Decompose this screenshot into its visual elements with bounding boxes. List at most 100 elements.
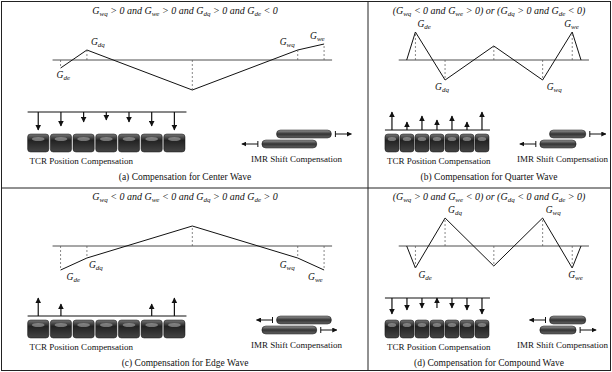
arrow-tail [335, 131, 336, 137]
drop-line [192, 60, 193, 90]
tcr-arrow [436, 298, 437, 308]
tcr-roll [118, 134, 139, 152]
roll-highlight [388, 137, 396, 141]
roll-highlight [32, 323, 45, 327]
tcr-roll [50, 134, 71, 152]
tcr-roll [475, 134, 489, 152]
tcr-roll [385, 134, 399, 152]
imr-roll [277, 316, 332, 324]
roll-highlight [123, 323, 136, 327]
tcr-roll [460, 320, 474, 338]
imr-roll [277, 130, 332, 138]
roll-highlight [448, 137, 456, 141]
imr-roll [550, 130, 586, 138]
tcr-roll [141, 134, 162, 152]
roll-highlight [123, 137, 136, 141]
panel-caption: (c) Compensation for Edge Wave [122, 358, 249, 369]
tcr-roll [415, 320, 429, 338]
imr-arrow [335, 134, 351, 135]
drop-line [493, 46, 494, 60]
imr-label: IMR Shift Compensation [517, 340, 608, 351]
gain-label: Gwe [564, 19, 579, 30]
tcr-arrow [466, 298, 467, 310]
arrow-tail [589, 131, 590, 137]
roll-highlight [55, 137, 68, 141]
condition-text: (Gwq < 0 and Gwe > 0) or (Gdq > 0 and Gd… [393, 5, 586, 16]
tcr-label: TCR Position Compensation [30, 156, 134, 167]
roll-highlight [403, 323, 411, 327]
condition-text: Gwq > 0 and Gwe > 0 and Gdq > 0 and Gde … [92, 5, 278, 16]
tcr-roll [141, 320, 162, 338]
tcr-label: TCR Position Compensation [387, 156, 491, 167]
tcr-arrow [38, 112, 39, 130]
roll-highlight [168, 137, 181, 141]
drop-line [493, 246, 494, 266]
tcr-arrow [151, 304, 152, 316]
gain-label: Gde [417, 19, 430, 30]
condition-text: (Gwq > 0 and Gwe < 0) or (Gdq < 0 and Gd… [393, 191, 586, 202]
tcr-arrow [60, 304, 61, 316]
imr-label: IMR Shift Compensation [251, 154, 342, 165]
tcr-arrow [451, 116, 452, 130]
tcr-arrow [406, 122, 407, 130]
drop-line [192, 226, 193, 246]
arrow-tail [257, 141, 258, 147]
tcr-arrow [60, 112, 61, 126]
wave-profile [61, 44, 325, 90]
imr-arrow [321, 330, 337, 331]
roll-highlight [463, 137, 471, 141]
tcr-arrow [481, 112, 482, 130]
roll-highlight [433, 137, 441, 141]
roll-highlight [388, 323, 396, 327]
imr-roll [550, 316, 586, 324]
drop-line [445, 218, 446, 246]
tcr-arrow [466, 122, 467, 130]
roll-highlight [168, 323, 181, 327]
imr-arrow [590, 134, 606, 135]
imr-roll [262, 140, 317, 148]
drop-line [572, 246, 573, 268]
roll-highlight [418, 323, 426, 327]
tcr-roll [445, 320, 459, 338]
drop-line [324, 44, 325, 60]
roll-highlight [448, 323, 456, 327]
tcr-roll [28, 134, 49, 152]
tcr-arrow [436, 120, 437, 130]
drop-line [415, 32, 416, 60]
drop-line [542, 218, 543, 246]
gain-label: Gwe [568, 270, 583, 281]
tcr-roll [460, 134, 474, 152]
imr-arrow [520, 144, 536, 145]
imr-label: IMR Shift Compensation [251, 340, 342, 351]
drop-line [60, 60, 61, 68]
roll-highlight [433, 323, 441, 327]
tcr-roll [28, 320, 49, 338]
wave-profile [61, 226, 325, 270]
gain-label: Gdq [91, 37, 105, 48]
imr-roll [540, 140, 576, 148]
tcr-roll [445, 134, 459, 152]
drop-line [86, 50, 87, 60]
drop-line [445, 60, 446, 80]
tcr-roll [415, 134, 429, 152]
gain-label: Gdq [448, 205, 462, 216]
tcr-roll [73, 134, 94, 152]
arrow-tail [580, 327, 581, 333]
tcr-arrow [391, 298, 392, 314]
gain-label: Gde [57, 70, 70, 81]
imr-roll [540, 326, 576, 334]
gain-label: Gwe [310, 31, 325, 42]
tcr-arrow [83, 112, 84, 122]
wave-profile [407, 32, 581, 80]
tcr-arrow [106, 112, 107, 120]
tcr-arrow [451, 298, 452, 308]
roll-highlight [145, 323, 158, 327]
tcr-roll [400, 320, 414, 338]
tcr-roll [164, 320, 185, 338]
gain-label: Gwq [280, 260, 295, 271]
roll-highlight [418, 137, 426, 141]
drop-line [297, 50, 298, 60]
roll-highlight [403, 137, 411, 141]
arrow-tail [272, 317, 273, 323]
